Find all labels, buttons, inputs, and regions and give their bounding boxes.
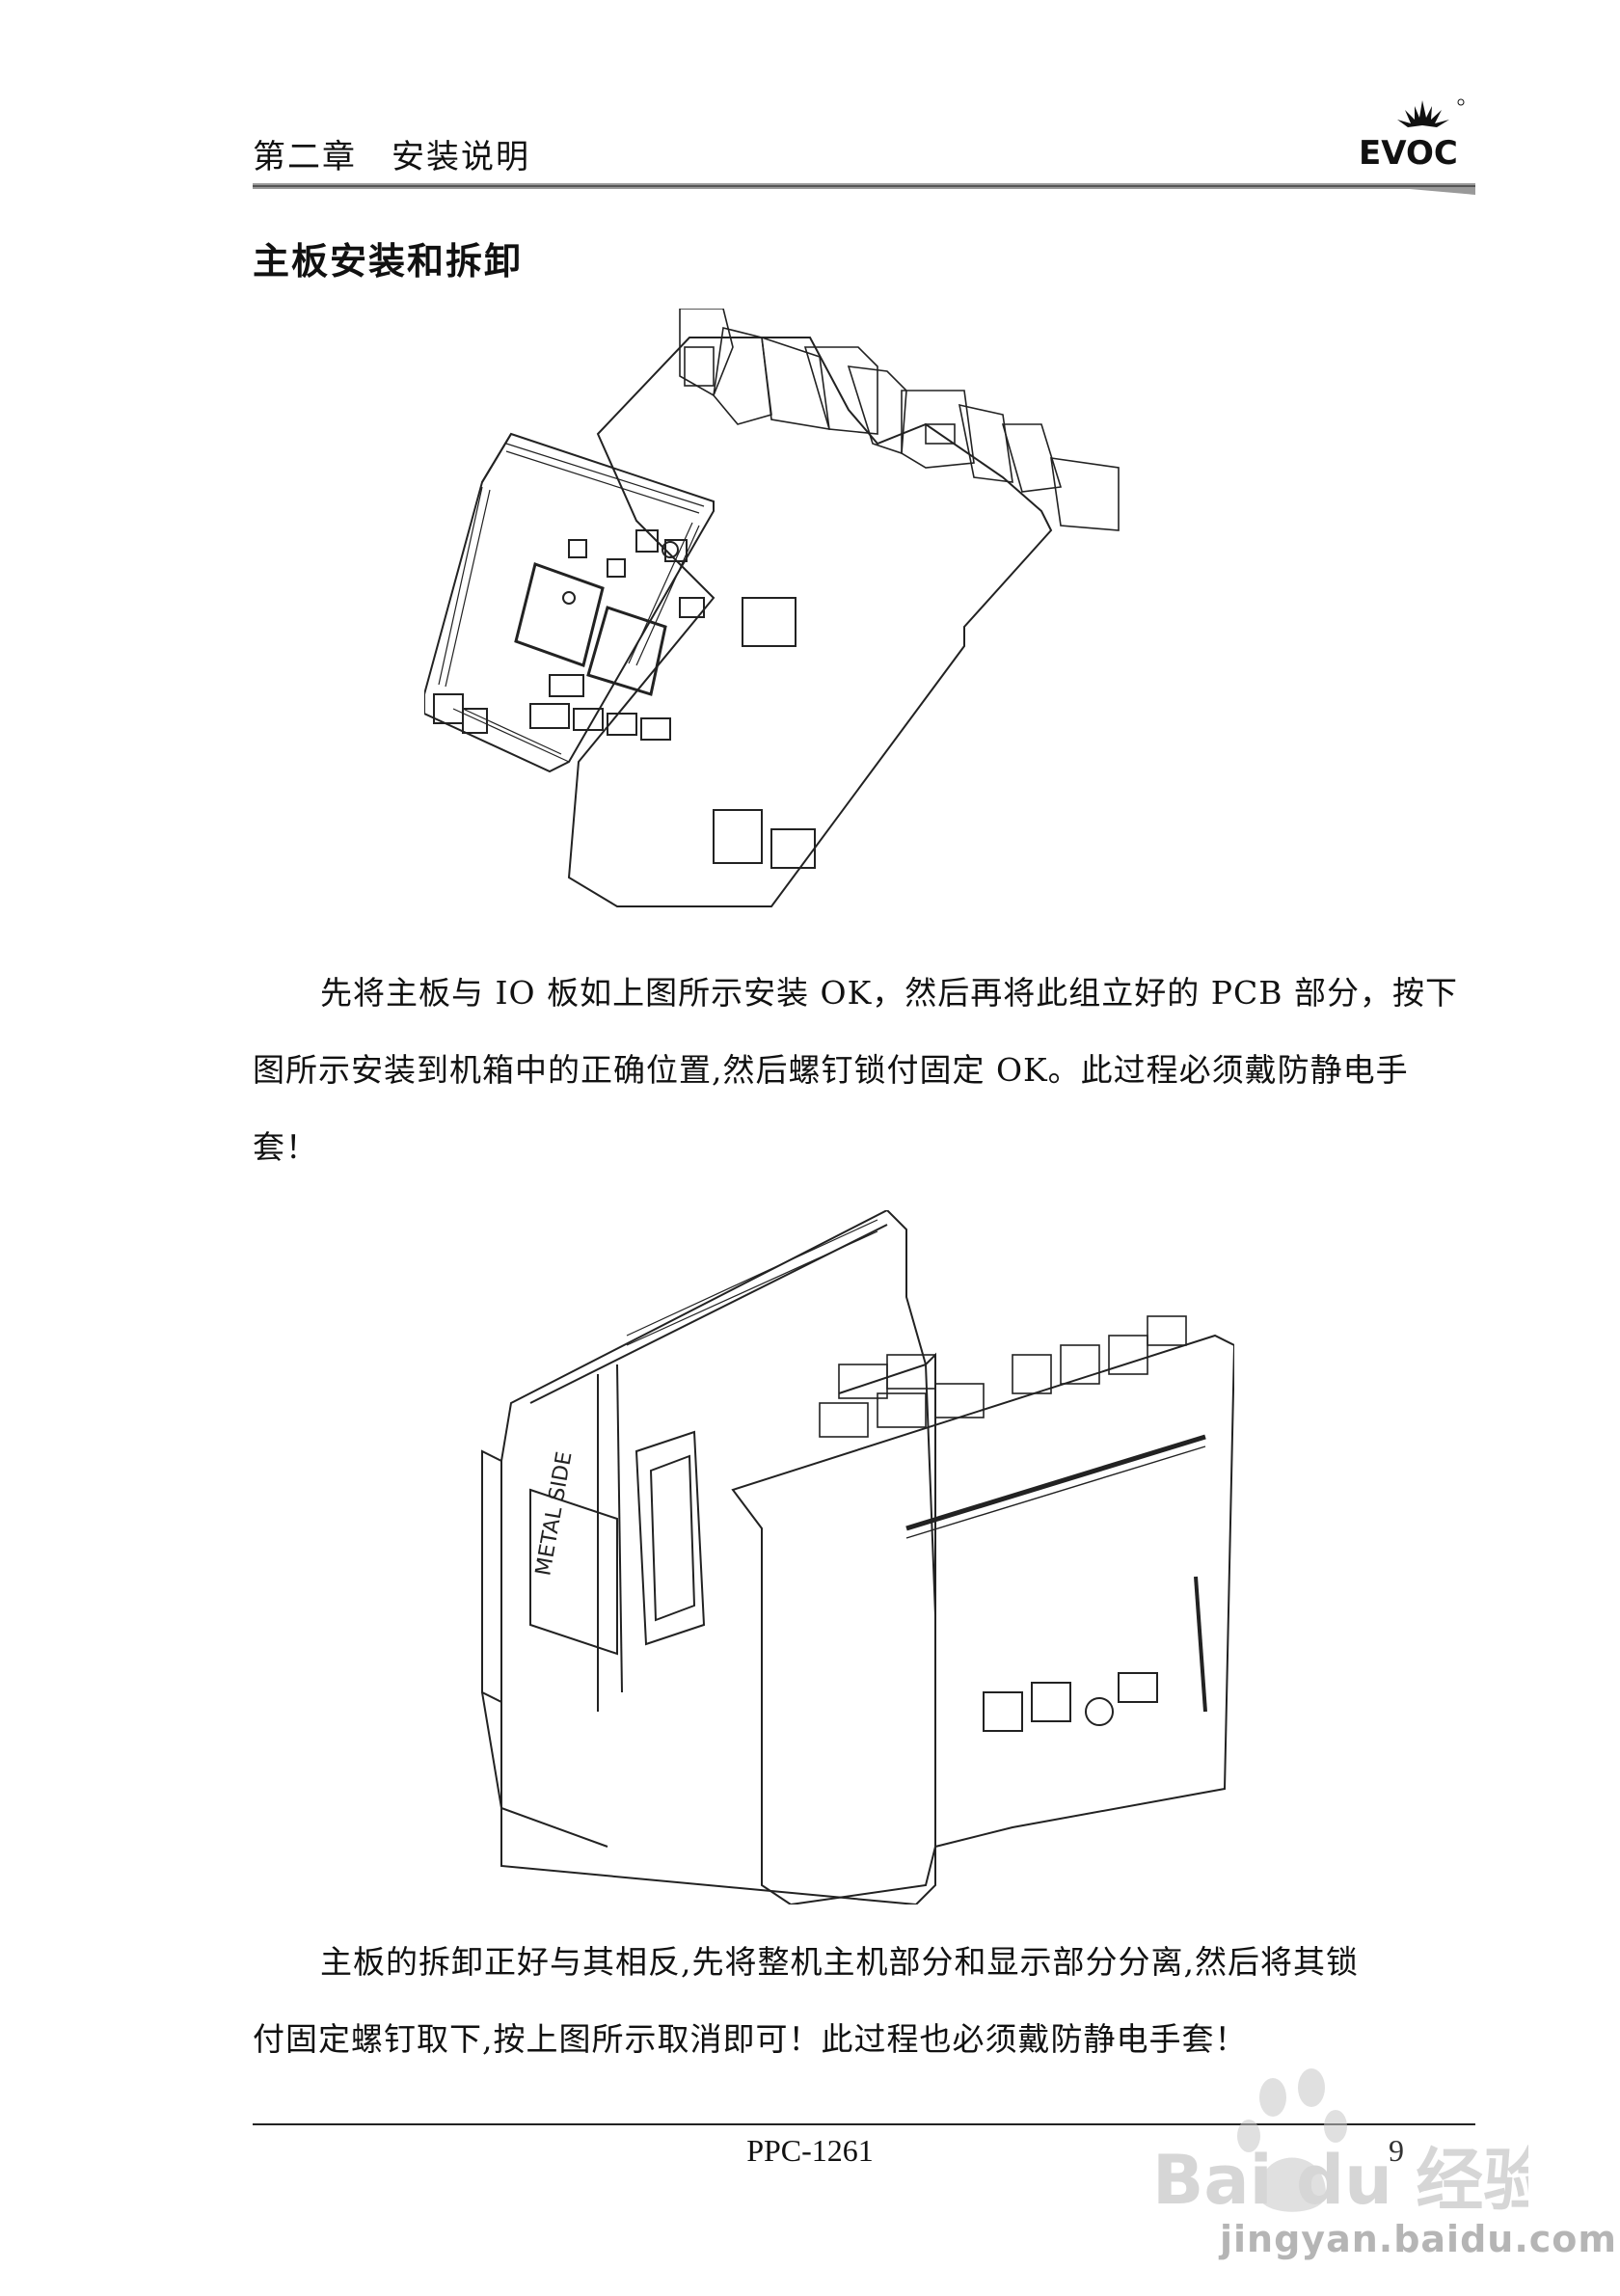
removal-paragraph: 主板的拆卸正好与其相反,先将整机主机部分和显示部分分离,然后将其锁 付固定螺钉取… bbox=[253, 1924, 1475, 2078]
watermark-site: jingyan.baidu.com bbox=[1220, 2218, 1617, 2260]
paragraph-line: 付固定螺钉取下,按上图所示取消即可！此过程也必须戴防静电手套！ bbox=[253, 2020, 1248, 2058]
section-title: 主板安装和拆卸 bbox=[253, 240, 524, 283]
footer-model-name: PPC-1261 bbox=[746, 2133, 874, 2168]
chapter-title: 安装说明 bbox=[392, 138, 530, 176]
footer-rule bbox=[253, 2123, 1475, 2125]
chassis-assembly-figure: METAL SIDE bbox=[481, 1210, 1234, 1904]
metal-side-label: METAL SIDE bbox=[531, 1449, 577, 1578]
baidu-watermark: Bai du 经验 bbox=[1152, 2068, 1528, 2220]
paragraph-line: 主板的拆卸正好与其相反,先将整机主机部分和显示部分分离,然后将其锁 bbox=[320, 1943, 1359, 1981]
paragraph-line: 图所示安装到机箱中的正确位置,然后螺钉锁付固定 OK。此过程必须戴防静电手 bbox=[253, 1051, 1409, 1089]
paragraph-line: 套！ bbox=[253, 1128, 318, 1166]
chapter-heading: 第二章安装说明 bbox=[253, 130, 565, 177]
page-number: 9 bbox=[1389, 2133, 1404, 2168]
watermark-brand: Bai du 经验 bbox=[1152, 2141, 1528, 2220]
header-rule bbox=[253, 183, 1475, 195]
paragraph-line: 先将主板与 IO 板如上图所示安装 OK，然后再将此组立好的 PCB 部分，按下 bbox=[320, 974, 1458, 1012]
evoc-logo: EVOC bbox=[1359, 98, 1465, 173]
motherboard-io-board-figure bbox=[424, 309, 1120, 907]
installation-paragraph: 先将主板与 IO 板如上图所示安装 OK，然后再将此组立好的 PCB 部分，按下… bbox=[253, 955, 1475, 1186]
logo-text: EVOC bbox=[1359, 134, 1458, 173]
chapter-number: 第二章 bbox=[253, 138, 357, 176]
